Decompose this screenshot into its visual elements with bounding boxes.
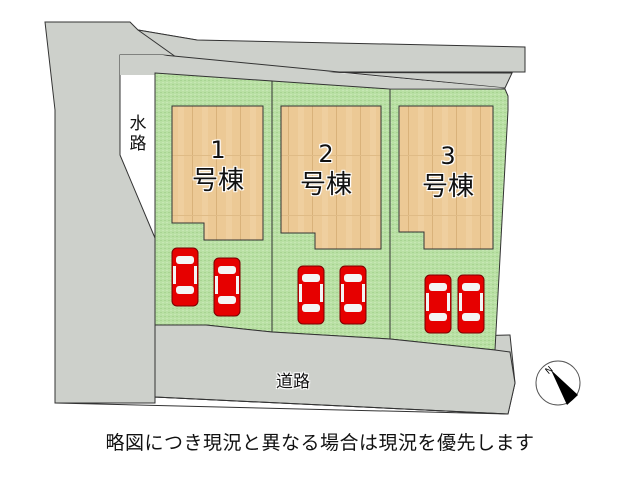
parking-lot-2 — [297, 265, 367, 325]
house-1-footprint — [171, 105, 264, 241]
house-2-name: 号棟 — [299, 170, 352, 200]
house-1-number: 1 — [210, 136, 226, 164]
house-1-name: 号棟 — [191, 166, 244, 196]
disclaimer-caption: 略図につき現況と異なる場合は現況を優先します — [105, 432, 535, 454]
svg-text:N: N — [544, 365, 556, 377]
house-2-footprint — [280, 105, 382, 250]
house-2-number: 2 — [318, 140, 334, 168]
waterway-label: 水路 — [129, 114, 147, 154]
house-3-name: 号棟 — [421, 172, 474, 202]
north-arrow-icon: N — [535, 360, 581, 406]
house-3-footprint — [398, 105, 494, 250]
house-3-number: 3 — [440, 142, 456, 170]
parking-lot-3 — [424, 274, 485, 334]
road-label: 道路 — [276, 372, 310, 392]
parking-lot-1 — [171, 247, 241, 317]
